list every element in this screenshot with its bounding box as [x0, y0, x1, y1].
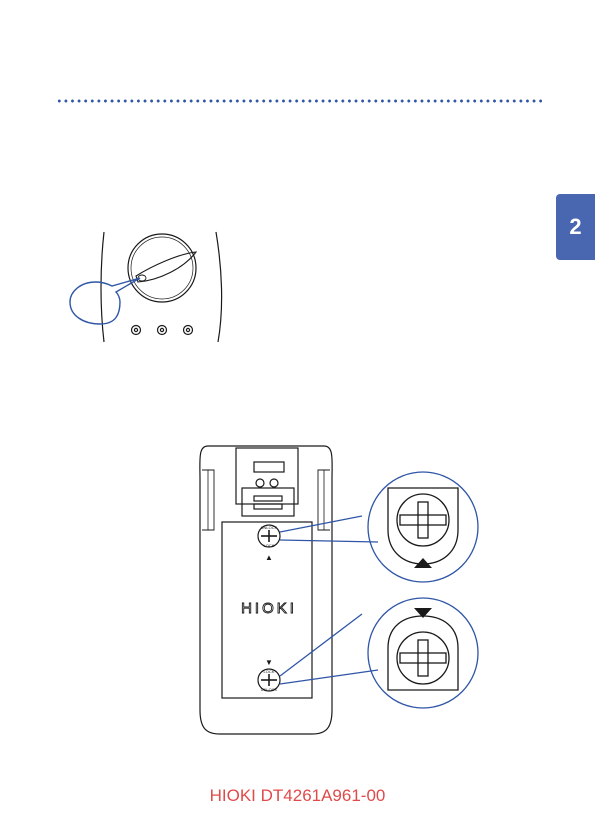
case-left-edge — [101, 232, 104, 342]
lock-label-bottom-small: LOCK — [264, 543, 275, 548]
battery-cover-figure: UNLOCK LOCK LOCK UNLOCK ▲ ▼ HIOKI — [192, 440, 482, 740]
dial-pointer — [136, 252, 196, 282]
rotary-dial-figure — [66, 228, 236, 346]
callout-line-top-b — [280, 540, 378, 542]
lock-label-bottom-small-2: UNLOCK — [261, 687, 278, 692]
magnified-lock-bottom — [388, 616, 458, 690]
section-dotted-divider — [56, 99, 542, 103]
callout-line-bottom-a — [280, 614, 362, 676]
terminal-3 — [184, 326, 193, 335]
lock-label-top-small: UNLOCK — [261, 525, 278, 530]
chapter-tab: 2 — [556, 194, 595, 260]
lock-label-top-small-2: LOCK — [264, 669, 275, 674]
case-right-edge — [216, 232, 222, 342]
brand-logo: HIOKI — [241, 600, 297, 617]
chapter-number: 2 — [569, 214, 581, 240]
terminal-2 — [158, 326, 167, 335]
document-id: HIOKI DT4261A961-00 — [0, 786, 595, 806]
dial-ring — [128, 234, 196, 302]
off-callout-bubble — [70, 278, 140, 324]
arrow-up-small: ▲ — [265, 553, 273, 562]
terminal-1 — [132, 326, 141, 335]
magnified-lock-top — [388, 488, 458, 564]
arrow-down-small: ▼ — [265, 658, 273, 667]
callout-line-bottom-b — [280, 670, 378, 684]
